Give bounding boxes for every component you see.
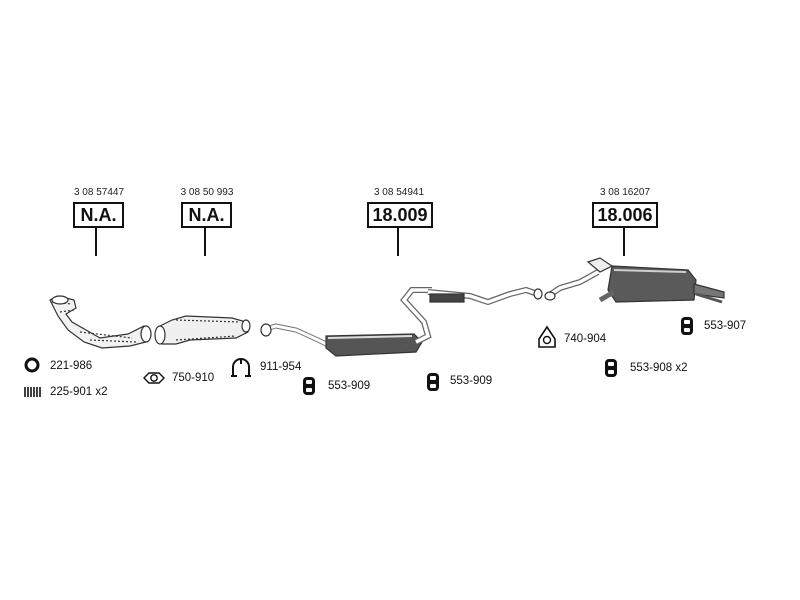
oe-number: 3 08 16207 xyxy=(599,187,651,198)
front-pipe-drawing xyxy=(49,295,152,349)
rubber-hanger-icon xyxy=(302,376,316,401)
rubber-hanger-icon xyxy=(426,372,440,397)
flange-gasket-icon xyxy=(142,371,166,390)
leader-line xyxy=(623,228,625,256)
middle-silencer-drawing xyxy=(260,286,543,357)
triangular-gasket-icon xyxy=(537,325,557,356)
fitting-code: 911-954 xyxy=(260,361,302,373)
oe-number: 3 08 54941 xyxy=(373,187,425,198)
part-number-box: 18.009 xyxy=(367,202,433,228)
rubber-hanger-icon xyxy=(604,358,618,383)
leader-line xyxy=(204,228,206,256)
fitting-code: 553-909 xyxy=(450,375,493,387)
intermediate-pipe-drawing xyxy=(154,315,251,345)
oe-number: 3 08 57447 xyxy=(73,187,125,198)
rear-silencer-drawing xyxy=(544,257,725,304)
fitting-code: 553-908 x2 xyxy=(630,362,688,374)
fitting-code: 750-910 xyxy=(172,372,215,384)
part-number-box: 18.006 xyxy=(592,202,658,228)
leader-line xyxy=(95,228,97,256)
pipe-clamp-icon xyxy=(230,356,252,383)
part-number-box: N.A. xyxy=(73,202,124,228)
ring-gasket-icon xyxy=(24,357,40,378)
fitting-code: 221-986 xyxy=(50,360,93,372)
rubber-hanger-icon xyxy=(680,316,694,341)
fitting-code: 225-901 x2 xyxy=(50,386,108,398)
fitting-code: 553-907 xyxy=(704,320,747,332)
oe-number: 3 08 50 993 xyxy=(180,187,234,198)
part-number-box: N.A. xyxy=(181,202,232,228)
leader-line xyxy=(397,228,399,256)
spring-icon xyxy=(24,385,42,403)
fitting-code: 740-904 xyxy=(564,333,607,345)
fitting-code: 553-909 xyxy=(328,380,371,392)
